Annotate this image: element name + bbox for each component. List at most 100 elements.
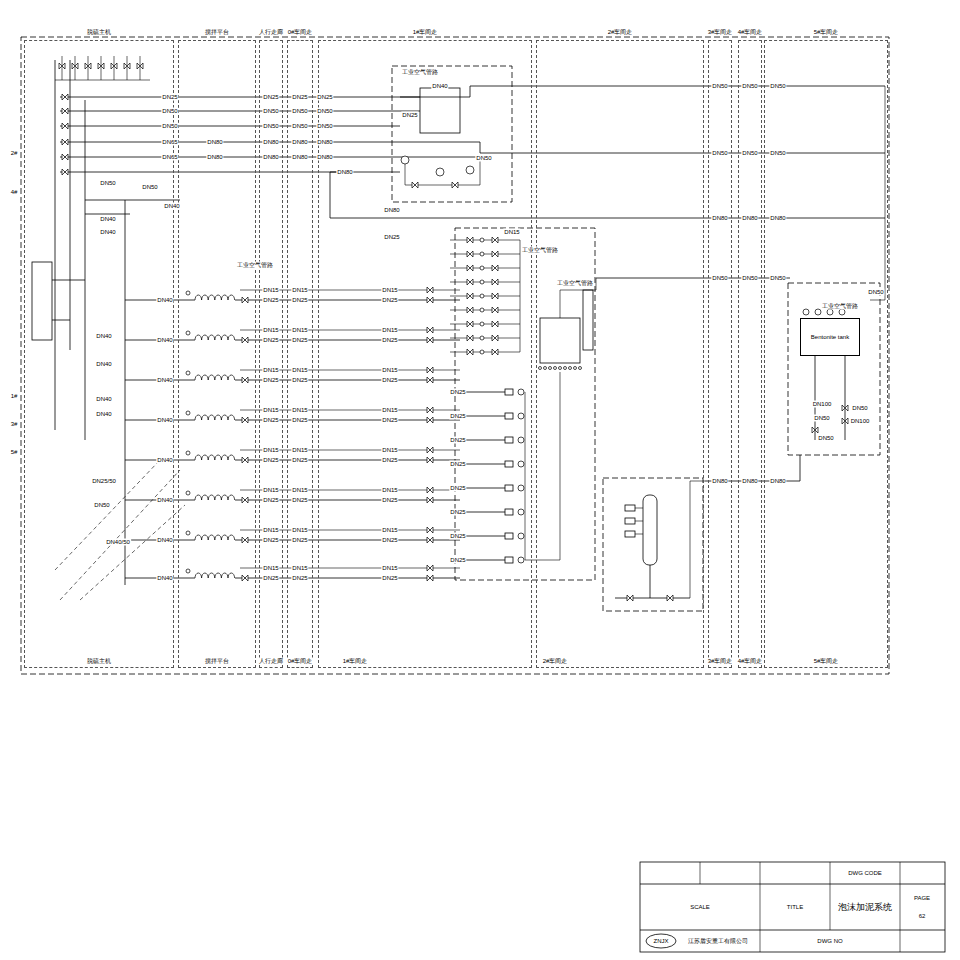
title-block-cell: DWG CODE bbox=[847, 870, 883, 877]
pipe-line bbox=[450, 254, 520, 255]
valve-symbol bbox=[242, 537, 248, 543]
pipe-size: DN25 bbox=[291, 337, 308, 344]
gauge-symbol bbox=[480, 280, 484, 284]
pipe-size: DN25 bbox=[381, 457, 398, 464]
pipe-size: DN15 bbox=[381, 407, 398, 414]
gauge-symbol bbox=[518, 533, 524, 539]
valve-symbol bbox=[124, 63, 130, 69]
gauge-symbol bbox=[480, 266, 484, 270]
zone-region: 搅拌平台 bbox=[178, 40, 256, 668]
pipe-size: DN80 bbox=[711, 215, 728, 222]
pipe-size: DN25 bbox=[381, 337, 398, 344]
zone-footer: 4#车间走 bbox=[737, 658, 764, 665]
pipe-line bbox=[55, 80, 150, 81]
gauge-symbol bbox=[518, 389, 524, 395]
pipe-line bbox=[60, 470, 180, 600]
valve-symbol bbox=[667, 595, 673, 601]
valve-symbol bbox=[427, 487, 433, 493]
pipe-line bbox=[60, 111, 400, 112]
valve-symbol bbox=[242, 337, 248, 343]
title-block-cell: DWG NO bbox=[816, 938, 843, 945]
mixer-coil bbox=[195, 573, 235, 578]
zone-footer: 2#车间走 bbox=[542, 658, 569, 665]
foam-unit-outline bbox=[392, 66, 512, 202]
pipe-size: DN50 bbox=[316, 123, 333, 130]
pipe-size: DN15 bbox=[381, 527, 398, 534]
pipe-size: DN40 bbox=[99, 229, 116, 236]
gauge-symbol bbox=[839, 309, 845, 315]
pipe-size: DN100 bbox=[812, 401, 833, 408]
valve-symbol bbox=[842, 418, 848, 424]
pipe-line bbox=[900, 930, 901, 952]
valve-symbol bbox=[242, 417, 248, 423]
zone-heading: 脱硫主机 bbox=[86, 28, 112, 36]
zone-footer: 人行走廊 bbox=[258, 658, 284, 665]
valve-symbol bbox=[62, 154, 68, 160]
pipe-size: DN40 bbox=[431, 83, 448, 90]
pipe-line bbox=[690, 481, 705, 598]
pipe-size: DN15 bbox=[381, 367, 398, 374]
valve-symbol bbox=[111, 63, 117, 69]
valve-symbol bbox=[62, 123, 68, 129]
company-logo bbox=[646, 934, 676, 948]
equipment-name: Bentonite tank bbox=[811, 334, 849, 341]
gauge-symbol bbox=[518, 509, 524, 515]
zone-footer: 3#车间走 bbox=[707, 658, 734, 665]
gauge-symbol bbox=[518, 485, 524, 491]
gauge-symbol bbox=[186, 569, 190, 573]
pipe-size: DN40 bbox=[95, 333, 112, 340]
pipe-size: DN15 bbox=[291, 407, 308, 414]
pipe-size: DN15 bbox=[262, 287, 279, 294]
pipe-size: DN80 bbox=[291, 154, 308, 161]
equipment-box: Bentonite tank bbox=[800, 318, 860, 356]
gauge-symbol bbox=[803, 309, 809, 315]
gauge-symbol bbox=[186, 331, 190, 335]
valve-symbol bbox=[467, 349, 473, 355]
pipe-line bbox=[470, 86, 885, 97]
valve-symbol bbox=[242, 457, 248, 463]
title-block-cell: 62 bbox=[918, 913, 927, 920]
pipe-size: DN25 bbox=[383, 234, 400, 241]
valve-symbol bbox=[627, 595, 633, 601]
gauge-symbol bbox=[186, 451, 190, 455]
valve-symbol bbox=[812, 427, 818, 433]
valve-symbol bbox=[467, 265, 473, 271]
pipe-size: DN80 bbox=[262, 154, 279, 161]
pipe-size: DN50 bbox=[867, 289, 884, 296]
pipe-size: DN50 bbox=[262, 123, 279, 130]
title-block-cell: PAGE bbox=[913, 895, 931, 902]
valve-symbol bbox=[492, 279, 498, 285]
gauge-symbol bbox=[186, 371, 190, 375]
valve-symbol bbox=[85, 63, 91, 69]
mixer-coil bbox=[195, 535, 235, 540]
gauge-symbol bbox=[574, 367, 577, 370]
mixer-coil bbox=[195, 375, 235, 380]
pipe-line bbox=[62, 56, 63, 80]
valve-symbol bbox=[242, 297, 248, 303]
pipe-size: DN25 bbox=[262, 497, 279, 504]
pipe-size: DN15 bbox=[381, 565, 398, 572]
valve-symbol bbox=[412, 182, 418, 188]
zone-region: 1#车间走 bbox=[318, 40, 532, 668]
gauge-symbol bbox=[518, 437, 524, 443]
pipe-line bbox=[88, 56, 89, 80]
gauge-symbol bbox=[480, 238, 484, 242]
pipe-size: DN40/50 bbox=[105, 539, 131, 546]
zone-footer: 脱硫主机 bbox=[86, 658, 112, 665]
valve-symbol bbox=[98, 63, 104, 69]
valve-symbol bbox=[427, 537, 433, 543]
line-number: 4# bbox=[10, 189, 19, 196]
pipe-size: DN80 bbox=[769, 478, 786, 485]
pipe-size: DN25 bbox=[262, 417, 279, 424]
distribution-panel bbox=[455, 228, 595, 580]
pipe-size: DN50 bbox=[161, 123, 178, 130]
pipe-size: DN50 bbox=[711, 83, 728, 90]
zone-region: 2#车间走 bbox=[536, 40, 704, 668]
pipe-size: DN50 bbox=[291, 123, 308, 130]
pipe-size: DN25 bbox=[449, 413, 466, 420]
line-number: 1# bbox=[10, 393, 19, 400]
pump-symbol bbox=[505, 389, 513, 395]
valve-symbol bbox=[427, 417, 433, 423]
valve-symbol bbox=[242, 497, 248, 503]
